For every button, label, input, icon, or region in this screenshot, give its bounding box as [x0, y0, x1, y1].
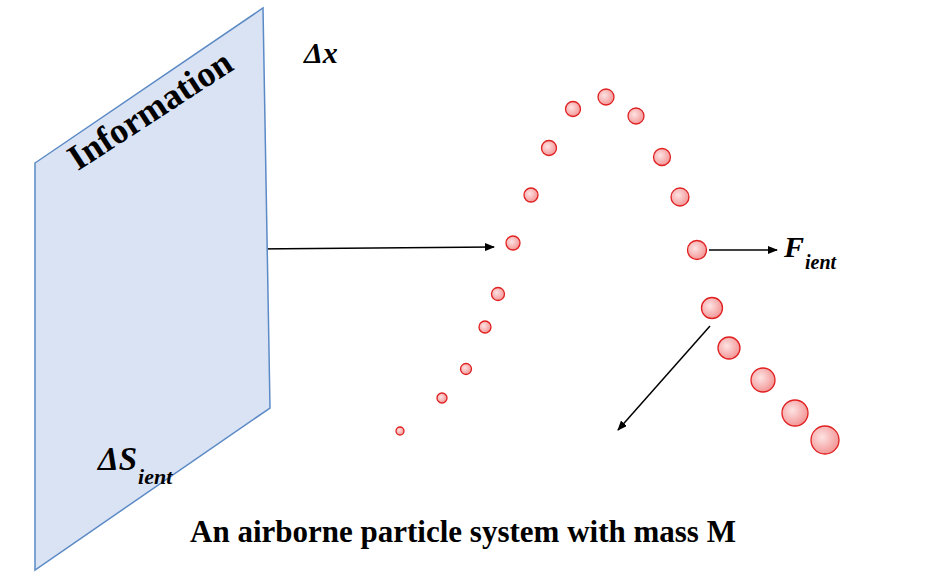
particle [598, 89, 614, 105]
particle [628, 108, 644, 124]
particle [524, 188, 538, 202]
distance-label: Δx [304, 36, 338, 70]
particle [479, 321, 491, 333]
force-subscript: ient [805, 251, 836, 274]
particle [654, 149, 671, 166]
particle [566, 102, 581, 117]
particle [437, 393, 447, 403]
information-plane: InformationΔSient [30, 4, 274, 572]
particle [542, 141, 557, 156]
pointer-arrow [618, 326, 710, 430]
particle-dots [396, 89, 839, 454]
particle [811, 426, 839, 454]
particle [751, 368, 775, 392]
particle [782, 400, 808, 426]
entropy-label: ΔS [98, 441, 137, 478]
force-arrow [709, 249, 777, 251]
particle [702, 298, 723, 319]
particle [396, 427, 404, 435]
particle [461, 364, 472, 375]
entropy-label: ient [138, 464, 172, 490]
particle [671, 188, 689, 206]
particle [506, 236, 520, 250]
caption-label: An airborne particle system with mass M [190, 514, 736, 550]
particle [492, 288, 505, 301]
particle [718, 337, 740, 359]
particle [688, 241, 707, 260]
force-label: F [784, 230, 804, 264]
